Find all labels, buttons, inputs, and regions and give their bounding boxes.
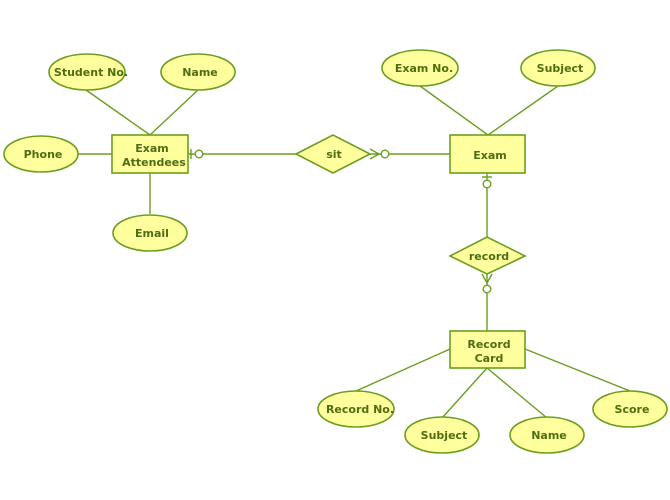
edge-subject-exam (487, 85, 559, 136)
edge-examno-exam (419, 85, 489, 136)
entity-record-card: Record Card (449, 330, 526, 369)
attribute-phone: Phone (3, 135, 79, 173)
attribute-exam-no-label: Exam No. (395, 62, 453, 75)
attribute-student-no-label: Student No. (54, 66, 128, 79)
attribute-subject-record: Subject (404, 416, 480, 454)
attribute-phone-label: Phone (24, 148, 63, 161)
crowfoot-sit-exam (369, 148, 381, 160)
entity-record-card-label-line2: Card (475, 352, 504, 365)
attribute-email: Email (112, 214, 188, 252)
attribute-record-no: Record No. (317, 390, 395, 428)
attribute-email-label: Email (135, 227, 169, 240)
entity-exam-attendees-label-line1: Exam (135, 142, 169, 155)
entity-record-card-label-line1: Record (467, 338, 510, 351)
attribute-subject-exam: Subject (520, 49, 596, 87)
attribute-exam-no: Exam No. (381, 49, 459, 87)
entity-exam-attendees-label-line2: Attendees (122, 156, 186, 169)
relationship-sit-label: sit (326, 148, 342, 161)
attribute-name-record-label: Name (531, 429, 567, 442)
edge-score-recordcard (524, 348, 631, 392)
attribute-subject-exam-label: Subject (537, 62, 584, 75)
edge-name-attendees (149, 89, 199, 136)
attribute-score-label: Score (615, 403, 650, 416)
attribute-name-attendee-label: Name (182, 66, 218, 79)
crowfoot-record-card (481, 273, 493, 285)
edge-studentno-attendees (85, 89, 151, 136)
zero-circle-exam (482, 179, 492, 189)
attribute-score: Score (592, 390, 668, 428)
attribute-name-attendee: Name (160, 53, 236, 91)
attribute-subject-record-label: Subject (421, 429, 468, 442)
zero-circle-attendees (194, 149, 204, 159)
relationship-sit: sit (294, 134, 372, 174)
cardinality-markers (190, 148, 493, 294)
zero-circle-record-card (482, 284, 492, 294)
entity-exam: Exam (449, 134, 526, 174)
entity-exam-attendees: Exam Attendees (111, 134, 189, 174)
edge-name-recordcard (486, 367, 548, 419)
edge-subject-recordcard (441, 367, 488, 419)
relationship-record: record (448, 236, 527, 275)
attribute-name-record: Name (509, 416, 585, 454)
entity-exam-label: Exam (473, 149, 507, 162)
edge-recordno-recordcard (355, 348, 451, 392)
relationship-record-label: record (469, 250, 509, 263)
zero-circle-sit-exam (380, 149, 390, 159)
attribute-student-no: Student No. (48, 53, 128, 91)
attribute-record-no-label: Record No. (326, 403, 394, 416)
